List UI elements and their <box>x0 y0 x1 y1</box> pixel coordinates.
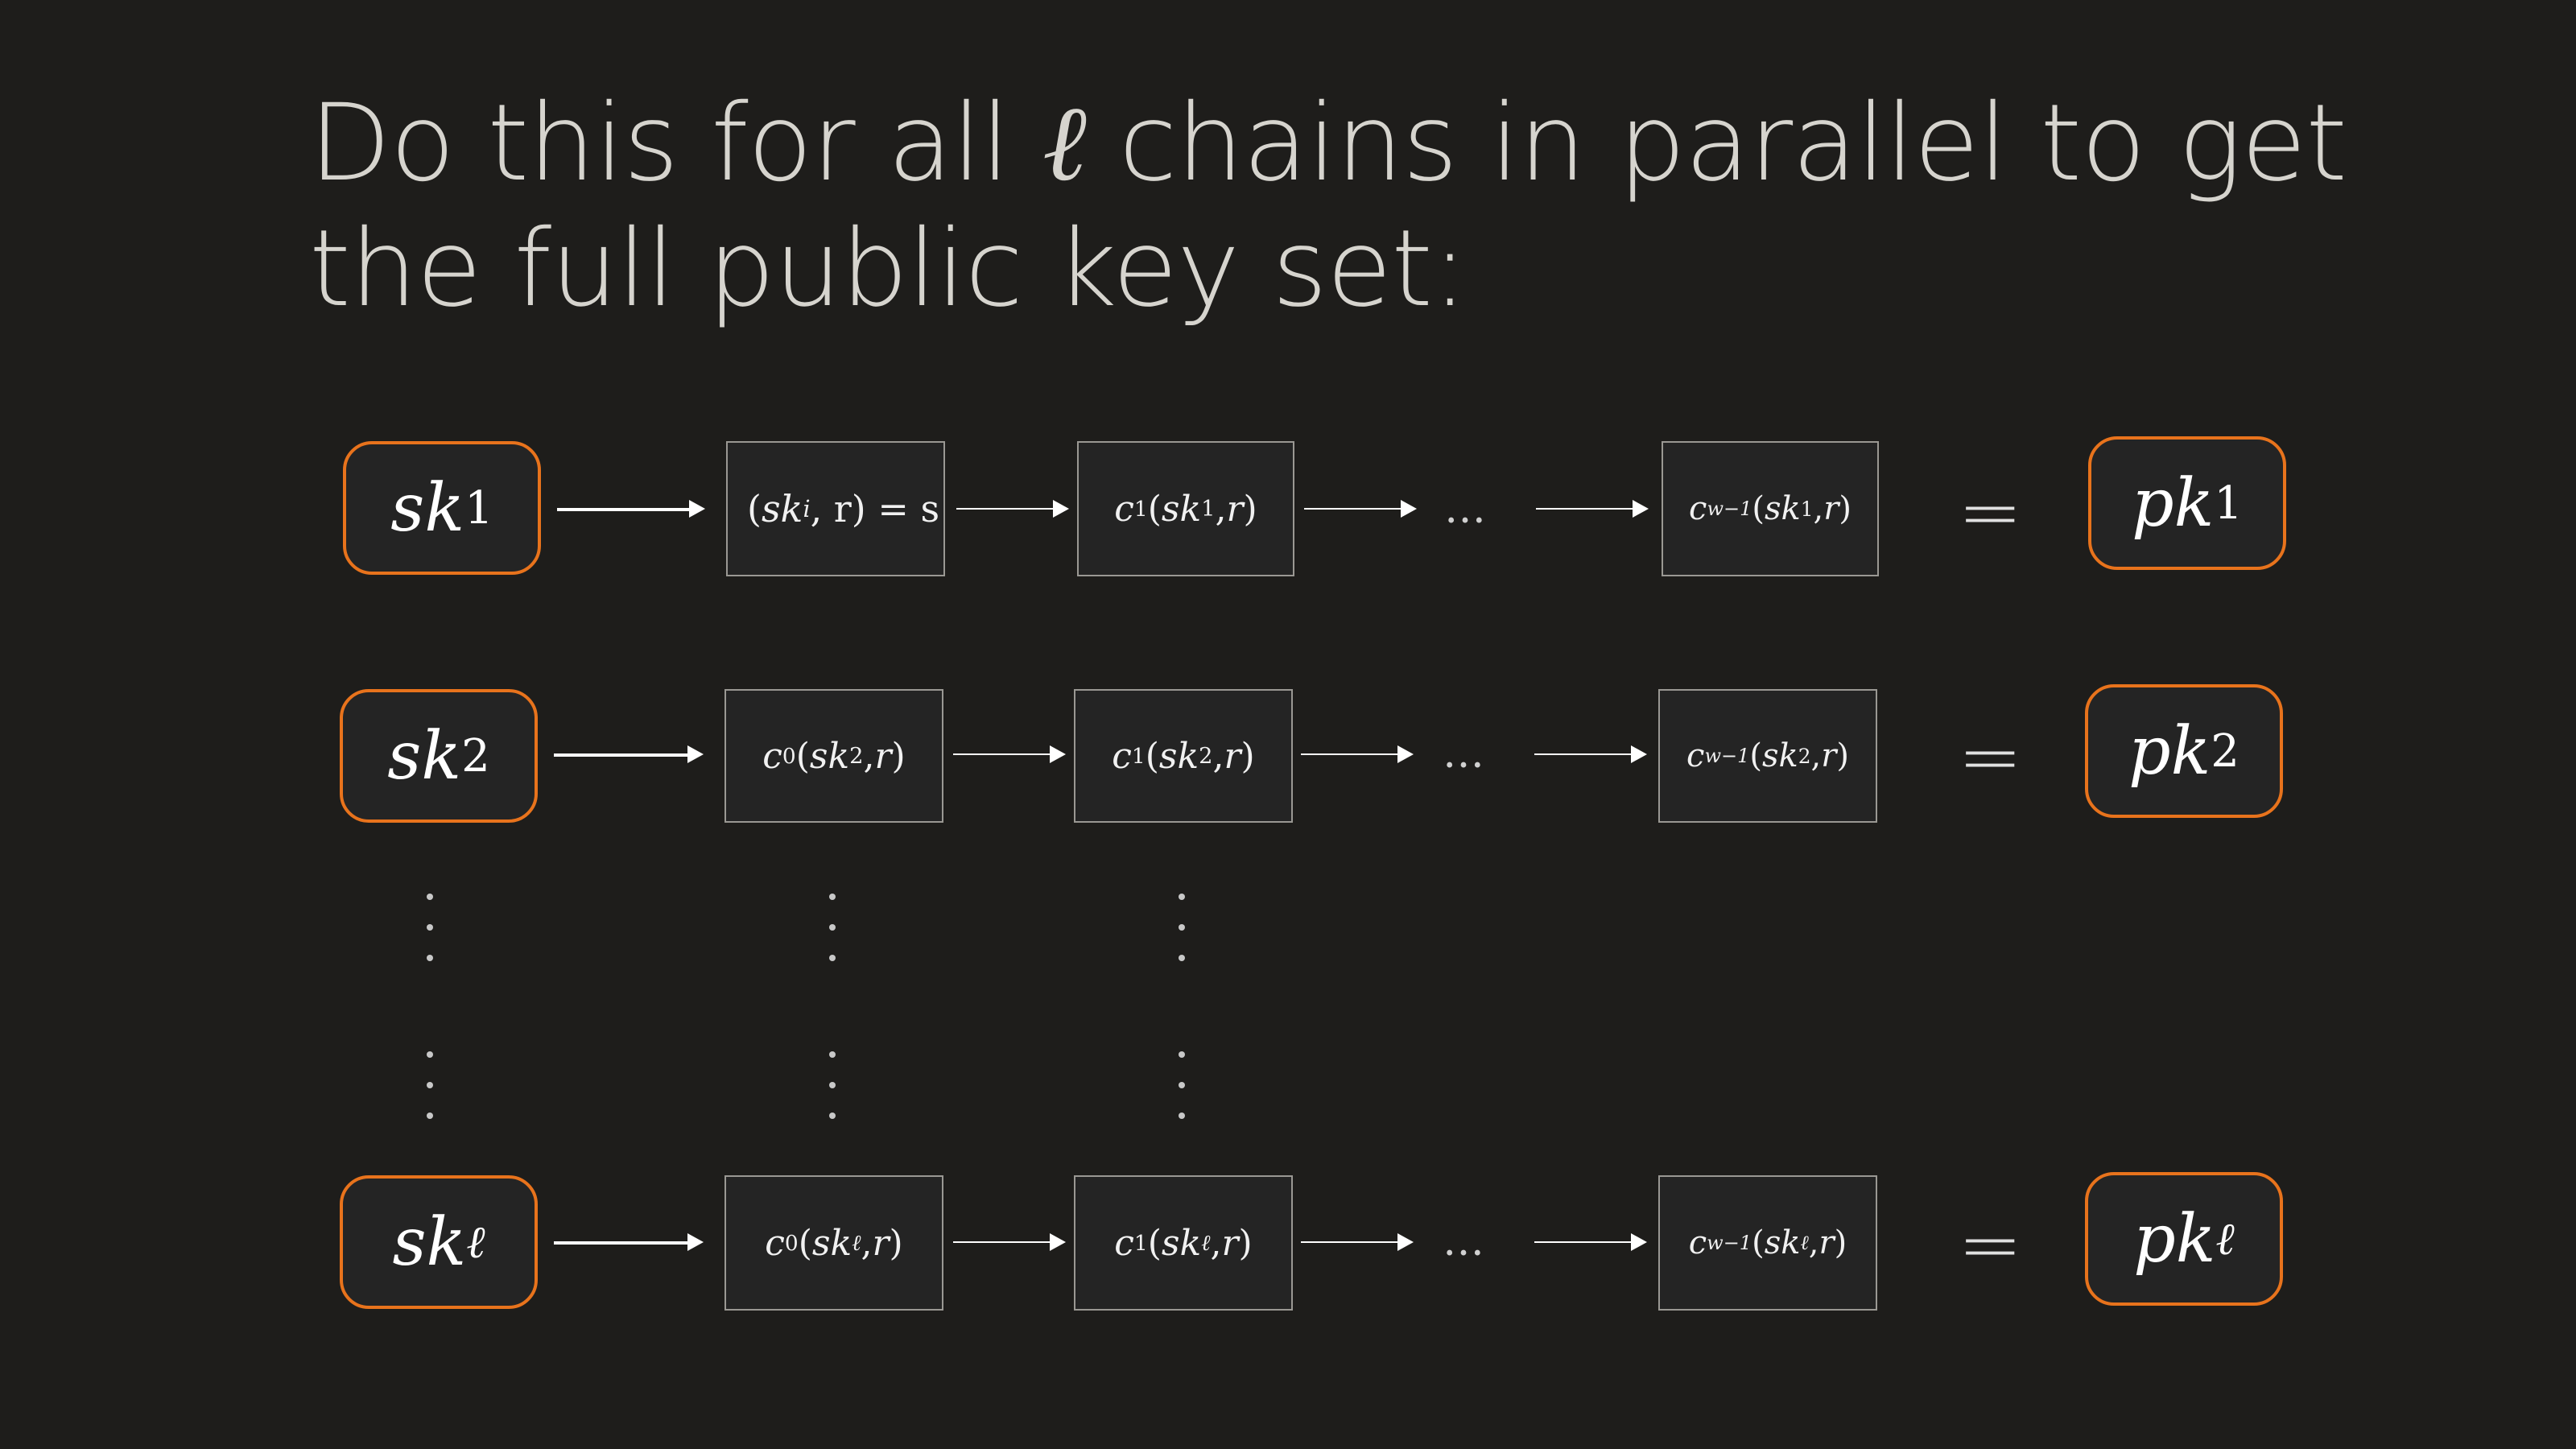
title-text-2: chains in parallel to get <box>1085 81 2347 205</box>
cell-post: , r) = s <box>810 487 940 530</box>
cell-sub: ℓ <box>852 1230 861 1256</box>
cell-sub: 1 <box>1800 497 1814 521</box>
cell-arg: sk <box>1764 490 1801 527</box>
cell-pre: ( <box>747 487 762 530</box>
pk-sub: 2 <box>2211 724 2240 778</box>
cell-arg: sk <box>1764 1224 1801 1261</box>
cell-sup: 0 <box>782 743 796 769</box>
cell-sub: ℓ <box>1800 1231 1809 1254</box>
arrow <box>557 497 705 521</box>
cell-sup: 1 <box>1133 496 1148 522</box>
cell-var: sk <box>761 487 803 530</box>
cell-arg: sk <box>1158 735 1199 777</box>
cell-sup: w−1 <box>1707 497 1752 520</box>
arrow <box>953 1230 1066 1254</box>
cell-func: c <box>762 735 782 777</box>
sk-sub: ℓ <box>466 1216 485 1269</box>
arrow <box>1301 742 1414 766</box>
slide-title: Do this for all ℓ chains in parallel to … <box>309 80 2402 332</box>
cell-func: c <box>1686 737 1705 774</box>
cell-sub: 1 <box>1201 496 1216 522</box>
cell-arg: sk <box>811 1222 852 1264</box>
arrow <box>554 742 704 766</box>
title-ell-symbol: ℓ <box>1042 81 1087 205</box>
cell-func: c <box>765 1222 785 1264</box>
cell-func: c <box>1688 1224 1707 1261</box>
vertical-ellipsis <box>1179 894 1185 961</box>
sk-base: sk <box>390 469 465 547</box>
cell-arg: sk <box>1761 737 1798 774</box>
equals-sign: = <box>1958 1199 2023 1290</box>
sk-sub: 1 <box>464 481 493 535</box>
vertical-ellipsis <box>427 1051 433 1119</box>
cell-sub: 2 <box>1199 743 1213 769</box>
equals-sign: = <box>1958 467 2023 557</box>
cell-func: c <box>1114 488 1134 530</box>
cell-sub: 2 <box>1798 744 1811 768</box>
arrow <box>554 1230 704 1254</box>
horizontal-ellipsis: … <box>1443 729 1484 778</box>
equals-sign: = <box>1958 712 2023 802</box>
title-text-3: the full public key set: <box>309 207 1468 331</box>
cell-func: c <box>1114 1222 1134 1264</box>
pk-sub: ℓ <box>2215 1212 2235 1265</box>
cell-func: c <box>1112 735 1132 777</box>
cell-sup: w−1 <box>1704 745 1750 767</box>
arrow <box>1304 497 1417 521</box>
cell-sub: ℓ <box>1201 1230 1211 1256</box>
cell-arg: sk <box>1161 488 1202 530</box>
cell-sup: w−1 <box>1707 1232 1752 1254</box>
arrow <box>1534 742 1647 766</box>
title-text-1: Do this for all <box>309 81 1042 205</box>
sk-sub: 2 <box>461 729 490 782</box>
cell-arg: sk <box>809 735 850 777</box>
vertical-ellipsis <box>427 894 433 961</box>
arrow <box>1534 1230 1647 1254</box>
cell-sub: i <box>803 495 811 522</box>
pk-base: pk <box>2133 1200 2216 1278</box>
arrow <box>953 742 1066 766</box>
cell-arg: sk <box>1161 1222 1202 1264</box>
horizontal-ellipsis: … <box>1443 1217 1484 1265</box>
sk-base: sk <box>387 717 462 795</box>
vertical-ellipsis <box>829 1051 836 1119</box>
vertical-ellipsis <box>1179 1051 1185 1119</box>
pk-base: pk <box>2132 464 2215 542</box>
horizontal-ellipsis: … <box>1444 485 1486 533</box>
arrow <box>956 497 1069 521</box>
cell-sup: 1 <box>1131 743 1146 769</box>
vertical-ellipsis <box>829 894 836 961</box>
sk-base: sk <box>392 1203 467 1281</box>
pk-sub: 1 <box>2214 477 2243 530</box>
arrow <box>1536 497 1649 521</box>
pk-base: pk <box>2128 712 2211 790</box>
cell-func: c <box>1689 490 1707 527</box>
cell-sub: 2 <box>849 743 864 769</box>
cell-sup: 0 <box>784 1230 799 1256</box>
cell-sup: 1 <box>1133 1230 1148 1256</box>
arrow <box>1301 1230 1414 1254</box>
